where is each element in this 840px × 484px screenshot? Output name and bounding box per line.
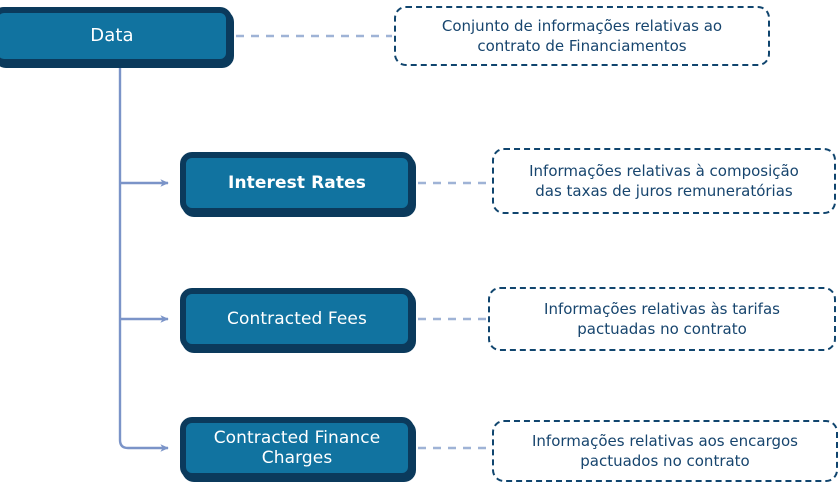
note-contracted-finance-charges: Informações relativas aos encargos pactu… bbox=[492, 420, 838, 482]
node-contracted-fees[interactable]: Contracted Fees bbox=[180, 288, 414, 350]
node-contracted-finance-charges-label: Contracted Finance Charges bbox=[213, 427, 381, 468]
node-data[interactable]: Data bbox=[0, 7, 232, 65]
node-data-label: Data bbox=[90, 25, 134, 47]
note-interest-rates: Informações relativas à composição das t… bbox=[492, 148, 836, 214]
node-contracted-fees-label: Contracted Fees bbox=[227, 308, 367, 329]
note-contracted-fees: Informações relativas às tarifas pactuad… bbox=[488, 287, 836, 351]
note-data: Conjunto de informações relativas ao con… bbox=[394, 6, 770, 66]
trunk-line bbox=[118, 67, 169, 452]
node-interest-rates[interactable]: Interest Rates bbox=[180, 152, 414, 214]
note-interest-rates-text: Informações relativas à composição das t… bbox=[529, 161, 799, 200]
note-contracted-finance-charges-text: Informações relativas aos encargos pactu… bbox=[531, 431, 798, 470]
node-interest-rates-label: Interest Rates bbox=[228, 172, 366, 193]
note-data-text: Conjunto de informações relativas ao con… bbox=[441, 16, 723, 55]
node-contracted-finance-charges[interactable]: Contracted Finance Charges bbox=[180, 417, 414, 479]
note-contracted-fees-text: Informações relativas às tarifas pactuad… bbox=[544, 299, 780, 338]
